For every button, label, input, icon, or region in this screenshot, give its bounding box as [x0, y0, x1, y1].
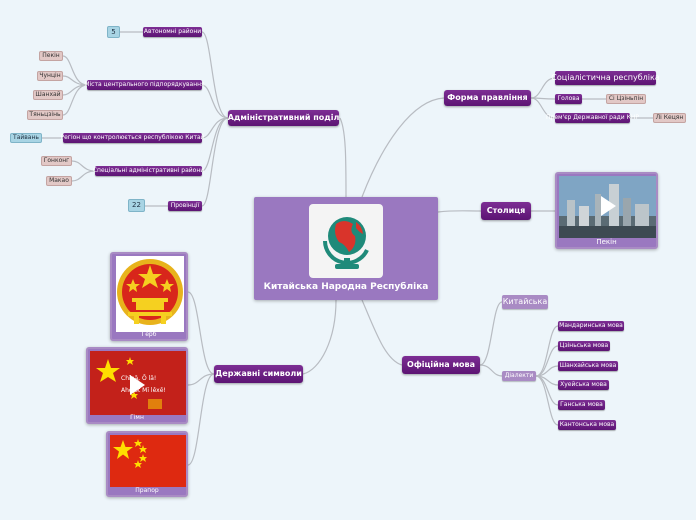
branch-state-symbols[interactable]: Державні символи: [214, 365, 303, 383]
anthem-card[interactable]: Chīnā, Ō lā! Ahǒiōt Mī lěxē! Гімн: [86, 347, 188, 424]
leaf-beijing[interactable]: Пекін: [39, 51, 63, 61]
node-premier[interactable]: Прем'єр Державної ради КНР: [546, 113, 639, 123]
central-title: Китайська Народна Республіка: [263, 282, 429, 292]
flag-card[interactable]: Прапор: [106, 431, 188, 497]
leaf-macau[interactable]: Макао: [46, 176, 72, 186]
globe-icon: [309, 204, 383, 278]
leaf-chongqing[interactable]: Чунцін: [37, 71, 63, 81]
node-autonomous-regions[interactable]: Автономні райони: [143, 27, 202, 37]
node-socialist-republic[interactable]: Соціалістична республіка: [551, 71, 660, 85]
node-municipalities[interactable]: Міста центрального підпорядкування: [84, 80, 205, 90]
count-provinces: 22: [128, 199, 145, 212]
emblem-card[interactable]: Герб: [110, 252, 188, 341]
dialect-hui[interactable]: Хуейська мова: [558, 380, 609, 390]
dialect-mandarin[interactable]: Мандаринська мова: [558, 321, 624, 331]
play-icon[interactable]: [601, 196, 616, 216]
emblem-caption: Герб: [141, 331, 157, 338]
flag-caption: Прапор: [135, 487, 159, 494]
node-dialects[interactable]: Діалекти: [502, 371, 536, 381]
capital-card[interactable]: Пекін: [555, 172, 658, 249]
node-head[interactable]: Голова: [555, 94, 582, 104]
branch-official-language[interactable]: Офіційна мова: [402, 356, 480, 374]
leaf-hong-kong[interactable]: Гонконг: [41, 156, 72, 166]
capital-video[interactable]: [559, 176, 656, 238]
count-autonomous-regions: 5: [107, 26, 120, 38]
leaf-li-keqiang[interactable]: Лі Кецян: [653, 113, 686, 123]
node-provinces[interactable]: Провінції: [168, 201, 202, 211]
leaf-tianjin[interactable]: Тяньцзінь: [27, 110, 63, 120]
leaf-shanghai[interactable]: Шанхай: [33, 90, 63, 100]
node-chinese[interactable]: Китайська: [502, 295, 548, 309]
central-topic[interactable]: Китайська Народна Республіка: [254, 197, 438, 300]
leaf-xi-jinping[interactable]: Сі Цзіньпін: [606, 94, 646, 104]
leaf-taiwan[interactable]: Тайвань: [10, 133, 42, 143]
flag-image: [110, 435, 186, 487]
dialect-jin[interactable]: Цзіньська мова: [558, 341, 610, 351]
node-special-admin-regions[interactable]: Спеціальні адміністративні райони: [92, 166, 205, 176]
branch-government-form[interactable]: Форма правління: [444, 90, 531, 106]
dialect-gan[interactable]: Ганська мова: [558, 400, 605, 410]
branch-capital[interactable]: Столиця: [481, 202, 531, 220]
capital-city: Пекін: [596, 238, 617, 246]
branch-admin-division[interactable]: Адміністративний поділ: [228, 110, 339, 126]
dialect-shanghainese[interactable]: Шанхайська мова: [558, 361, 618, 371]
node-taiwan-region[interactable]: Регіон що контролюється республікою Кита…: [60, 133, 205, 143]
play-icon[interactable]: [130, 375, 145, 395]
dialect-cantonese[interactable]: Кантонська мова: [558, 420, 616, 430]
anthem-caption: Гімн: [130, 414, 144, 421]
emblem-image: [116, 256, 184, 332]
